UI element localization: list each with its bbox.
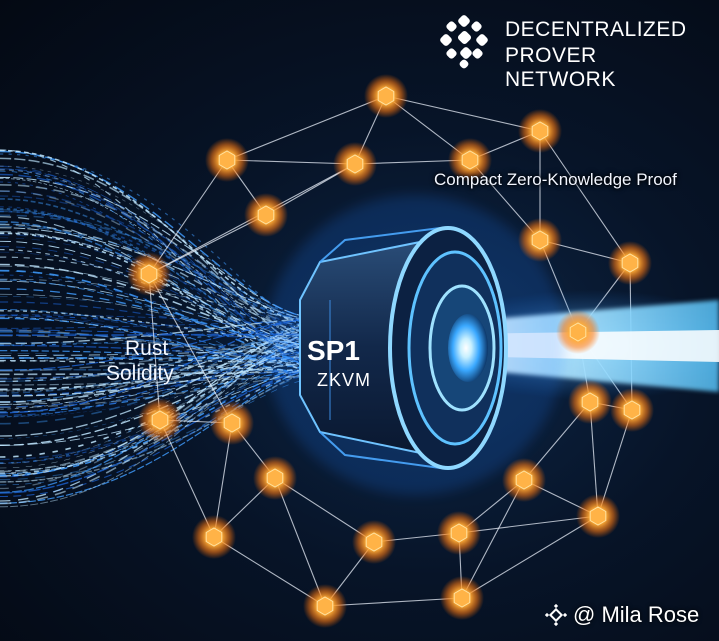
author-credit-text: @ Mila Rose <box>573 602 700 627</box>
code-stream-line <box>0 342 321 347</box>
network-node <box>127 252 171 296</box>
network-node <box>437 511 481 555</box>
network-node <box>608 241 652 285</box>
code-stream-line <box>0 310 321 345</box>
code-stream-line <box>0 321 321 446</box>
network-node <box>244 193 288 237</box>
code-stream-line <box>0 207 321 370</box>
prover-network-logo-icon <box>440 15 488 69</box>
network-edge <box>148 159 228 275</box>
brand-title-line1: DECENTRALIZED <box>505 18 687 41</box>
network-edge <box>274 477 326 607</box>
network-node <box>352 520 396 564</box>
code-stream-line <box>0 184 321 345</box>
brand-title-line2: PROVER NETWORK <box>505 44 616 91</box>
network-edge <box>461 515 599 599</box>
network-node <box>576 494 620 538</box>
code-stream-line <box>0 352 321 374</box>
network-edge <box>148 273 233 424</box>
code-stream-line <box>0 178 321 340</box>
network-node <box>518 109 562 153</box>
network-node <box>253 456 297 500</box>
network-node <box>518 218 562 262</box>
brand-header: DECENTRALIZED PROVER NETWORK <box>439 14 699 91</box>
network-edge <box>148 273 161 421</box>
code-stream-line <box>0 377 321 486</box>
network-edge <box>458 515 599 534</box>
code-stream-line <box>0 342 321 446</box>
network-edge <box>324 597 463 607</box>
network-edge <box>226 95 387 161</box>
code-stream-line <box>0 370 321 413</box>
code-stream-line <box>0 338 321 372</box>
proof-output-label: Compact Zero-Knowledge Proof <box>434 170 677 189</box>
code-stream-line <box>0 301 321 338</box>
code-stream-line <box>0 265 321 341</box>
input-language-rust: Rust <box>125 337 169 360</box>
network-node <box>333 142 377 186</box>
network-edge <box>385 95 541 132</box>
network-node <box>364 74 408 118</box>
code-stream-line <box>0 371 321 481</box>
code-stream-line <box>0 317 321 345</box>
network-node <box>610 388 654 432</box>
network-edge <box>461 479 525 599</box>
code-stream-line <box>0 157 321 354</box>
author-credit: @ Mila Rose <box>545 600 715 630</box>
code-stream-line <box>0 317 321 374</box>
code-stream-line <box>0 366 321 439</box>
network-node <box>440 576 484 620</box>
network-node <box>138 398 182 442</box>
network-node <box>303 584 347 628</box>
code-stream-line <box>0 195 321 333</box>
network-edge <box>539 130 631 264</box>
network-node <box>210 401 254 445</box>
code-stream-line <box>0 150 321 320</box>
network-node <box>568 380 612 424</box>
input-language-solidity: Solidity <box>106 362 174 385</box>
network-node <box>502 458 546 502</box>
network-nodes <box>127 74 654 628</box>
engine-title: SP1 <box>307 335 360 366</box>
network-node <box>448 138 492 182</box>
code-stream-line <box>0 149 321 327</box>
network-node <box>205 138 249 182</box>
sp1-zkvm-engine <box>265 195 565 495</box>
code-stream-line <box>0 232 321 368</box>
network-node <box>556 310 600 354</box>
code-stream-line <box>0 367 321 474</box>
code-stream-line <box>0 246 321 349</box>
network-node <box>192 515 236 559</box>
binance-diamond-icon <box>545 604 567 626</box>
code-stream-line <box>0 367 321 418</box>
code-stream-line <box>0 225 321 323</box>
engine-subtitle: ZKVM <box>317 370 372 390</box>
